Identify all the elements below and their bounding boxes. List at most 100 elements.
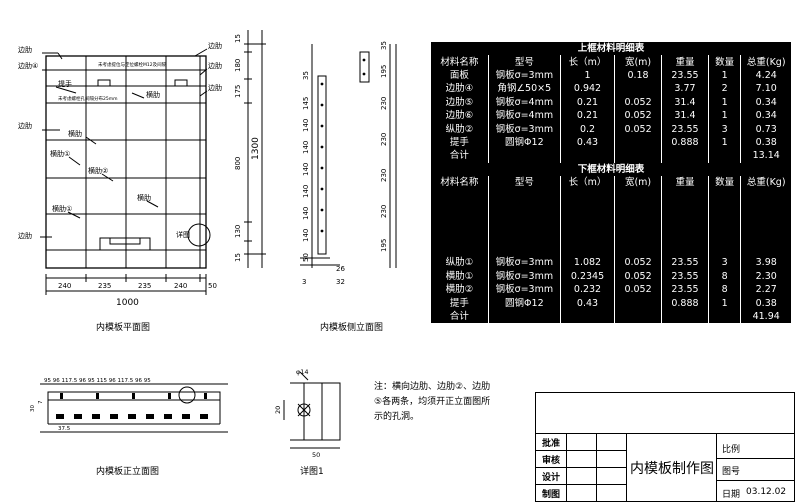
cell: 横肋① [430, 269, 489, 284]
cell: 提手 [430, 135, 489, 150]
design-label: 设计 [542, 473, 561, 483]
date-value: 03.12.02 [746, 487, 787, 497]
detail-1 [283, 371, 341, 449]
cell: 0.2345 [559, 269, 616, 284]
cell: 7.10 [740, 82, 792, 96]
cell: 41.94 [740, 309, 792, 324]
label-cross-rib-c: 横肋① [52, 204, 72, 213]
blank-row [430, 202, 792, 217]
cell: 3 [707, 256, 742, 270]
cell: 0.38 [740, 296, 792, 310]
ldim-2: 175 [234, 85, 242, 98]
mdim-7: 140 [302, 229, 310, 242]
label-side-rib-r: 边肋 [208, 61, 222, 70]
cell: 合计 [430, 309, 489, 324]
dim-235-b: 235 [138, 282, 151, 290]
hole-note: 未考虑螺栓孔间隔分布25mm [58, 95, 118, 102]
rdim-6: 195 [380, 239, 388, 252]
cell [614, 309, 662, 324]
cell: 31.4 [661, 95, 709, 109]
cell: 23.55 [661, 122, 709, 136]
col-header: 型号 [487, 175, 561, 190]
cell [614, 135, 662, 150]
cell [614, 82, 662, 96]
cell [707, 149, 742, 163]
ldim-1: 180 [234, 59, 242, 72]
cell: 2.30 [740, 269, 792, 284]
cell: 钢板σ=4mm [487, 108, 561, 123]
lower-table-header: 材料名称型号长（m）宽(m)重量数量总重(Kg) [430, 175, 792, 190]
cell: 面板 [430, 68, 489, 83]
rdim-4: 230 [380, 169, 388, 182]
cell: 2.27 [740, 283, 792, 297]
cell: 0.21 [559, 108, 616, 123]
ldim-4: 130 [234, 225, 242, 238]
cell: 纵肋① [430, 256, 489, 270]
col-header: 宽(m) [614, 55, 662, 69]
cell: 1 [707, 68, 742, 83]
cell: 边肋④ [430, 82, 489, 96]
label-side-rib-mid: 边肋 [18, 121, 32, 130]
cell: 0.052 [614, 122, 662, 136]
cell [661, 309, 709, 324]
detail-caption: 详图1 [300, 465, 324, 477]
plan-caption: 内模板平面图 [96, 321, 150, 333]
col-header: 总重(Kg) [740, 55, 792, 69]
lower-table-title: 下框材料明细表 [430, 162, 792, 176]
detail-50: 50 [312, 451, 320, 459]
label-side-rib-bl: 边肋 [18, 231, 32, 240]
detail-1-text: φ14 20 50 详图1 [274, 368, 324, 477]
mdim-1: 145 [302, 97, 310, 110]
blank-row [430, 242, 792, 257]
col-header: 宽(m) [614, 175, 662, 190]
side-elevation-holes [320, 58, 366, 233]
cell: 0.888 [661, 296, 709, 310]
front-elevation-text: 95 96 117.5 96 95 115 96 117.5 96 95 30 … [30, 378, 159, 477]
cell: 钢板σ=3mm [487, 269, 561, 284]
label-cross-rib-top: 横肋 [146, 90, 160, 99]
cell: 1 [707, 296, 742, 310]
cell: 钢板σ=3mm [487, 256, 561, 270]
front-side-dim-0: 30 [30, 405, 36, 412]
cell: 23.55 [661, 68, 709, 83]
front-top-dims: 95 96 117.5 96 95 115 96 117.5 96 95 [44, 378, 151, 384]
cell: 0.18 [614, 68, 662, 83]
col-header: 总重(Kg) [740, 175, 792, 190]
cell: 0.052 [614, 95, 662, 109]
label-cross-rib2: 横肋② [88, 166, 108, 175]
note-line-3: 示的孔洞。 [374, 412, 420, 422]
ldim-0: 15 [234, 34, 242, 43]
col-header: 数量 [707, 55, 742, 69]
front-elevation [40, 383, 228, 433]
materials-tables: 上框材料明细表 材料名称型号长（m）宽(m)重量数量总重(Kg) 面板钢板σ=3… [430, 42, 792, 324]
cell: 角钢∠50×5 [487, 82, 561, 96]
cell: 边肋⑥ [430, 108, 489, 123]
cell: 横肋② [430, 283, 489, 297]
cell: 纵肋② [430, 122, 489, 136]
title-block: 批准 审核 设计 制图 内模板制作图 比例 图号 日期 03.12.02 [535, 392, 795, 502]
cell: 1 [559, 68, 616, 83]
drawing-no-label: 图号 [722, 467, 741, 477]
cell: 8 [707, 283, 742, 297]
cell [487, 309, 561, 324]
label-lift: 提手 [58, 79, 72, 88]
cell: 3.98 [740, 256, 792, 270]
cell: 1.082 [559, 256, 616, 270]
dim-total: 1300 [251, 137, 261, 160]
label-cross-rib1: 横肋① [50, 149, 70, 158]
mdim-5: 140 [302, 185, 310, 198]
cell: 0.43 [559, 296, 616, 310]
col-header: 型号 [487, 55, 561, 69]
ldim-3: 800 [234, 157, 242, 170]
mdim-3: 140 [302, 141, 310, 154]
label-side-rib4: 边肋④ [18, 61, 38, 70]
cell: 23.55 [661, 283, 709, 297]
label-side-rib-tl: 边肋 [18, 45, 32, 54]
detail-mark: 详图 [176, 230, 190, 239]
